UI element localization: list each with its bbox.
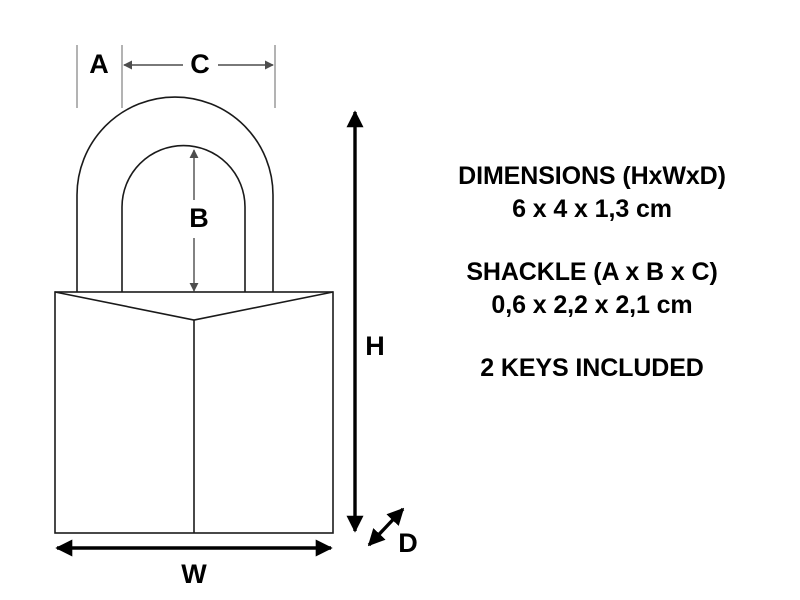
spec-value-shackle: 0,6 x 2,2 x 2,1 cm [491,291,693,319]
spec-group-dimensions: DIMENSIONS (HxWxD) 6 x 4 x 1,3 cm [392,160,792,226]
keys-included-note: 2 KEYS INCLUDED [480,354,704,382]
dimension-d-arrow [367,507,405,547]
spec-heading-shackle: SHACKLE (A x B x C) [466,258,718,286]
specifications-panel: DIMENSIONS (HxWxD) 6 x 4 x 1,3 cm SHACKL… [392,160,792,385]
padlock-shackle [76,96,274,292]
spec-value-dimensions: 6 x 4 x 1,3 cm [512,195,672,223]
dimension-label-w: W [181,559,207,589]
spec-group-shackle: SHACKLE (A x B x C) 0,6 x 2,2 x 2,1 cm [392,256,792,322]
spec-group-keys: 2 KEYS INCLUDED [392,352,792,385]
dimension-label-c: C [190,49,210,79]
padlock-body [54,291,334,534]
dimension-label-h: H [365,331,385,361]
dimension-label-a: A [89,49,109,79]
spec-heading-dimensions: DIMENSIONS (HxWxD) [458,162,726,190]
top-extension-lines [76,45,276,108]
dimension-label-d: D [398,528,418,558]
dimension-label-b: B [189,203,209,233]
